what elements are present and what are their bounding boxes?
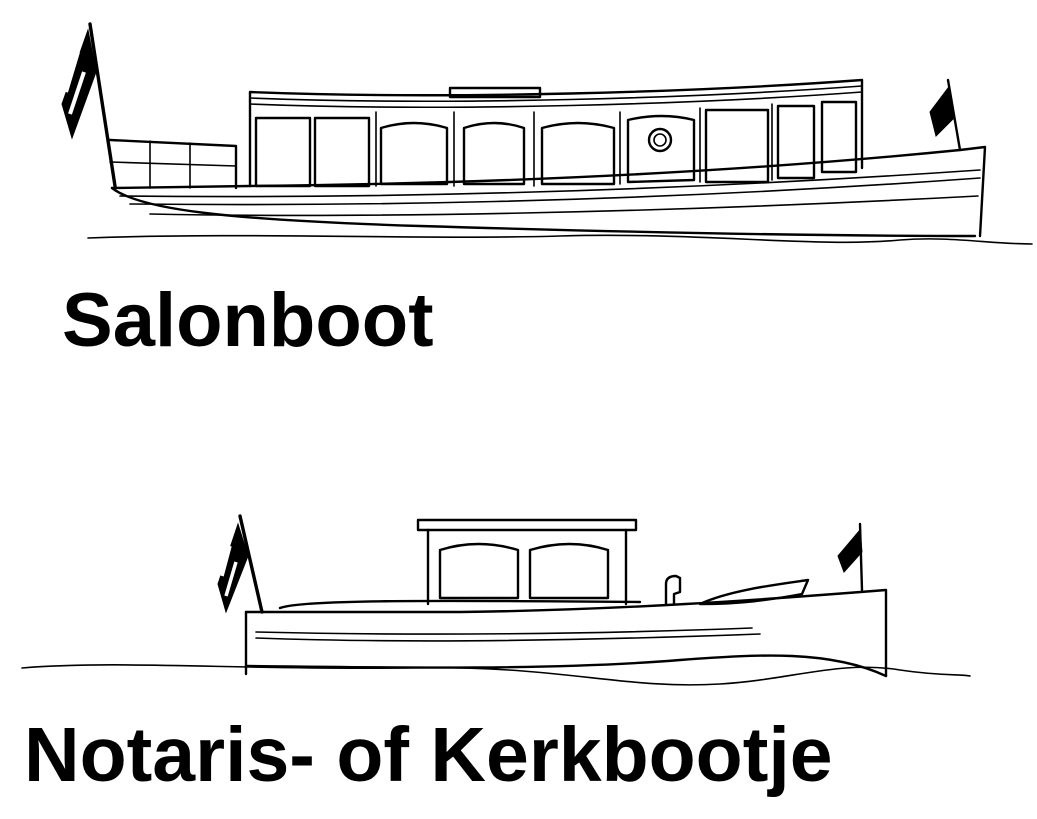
salonboot-stern-flag (61, 22, 117, 188)
salonboot-water (87, 234, 1033, 245)
salonboot-windows (254, 100, 858, 188)
kerkbootje-drawing (21, 514, 971, 686)
kerkbootje-water (21, 664, 971, 686)
salonboot-railing (108, 138, 238, 190)
salonboot-label: Salonboot (62, 278, 434, 363)
kerkbootje-bow-flag (837, 522, 864, 592)
salonboot-drawing (61, 22, 1033, 245)
kerkbootje-stern-flag (217, 514, 264, 614)
salonboot-bow-flag (929, 78, 962, 152)
kerkbootje-cabin (416, 518, 638, 606)
salonboot-cabin (248, 78, 864, 188)
kerkbootje-label: Notaris- of Kerkbootje (24, 712, 833, 798)
salonboot-hull (110, 186, 977, 238)
